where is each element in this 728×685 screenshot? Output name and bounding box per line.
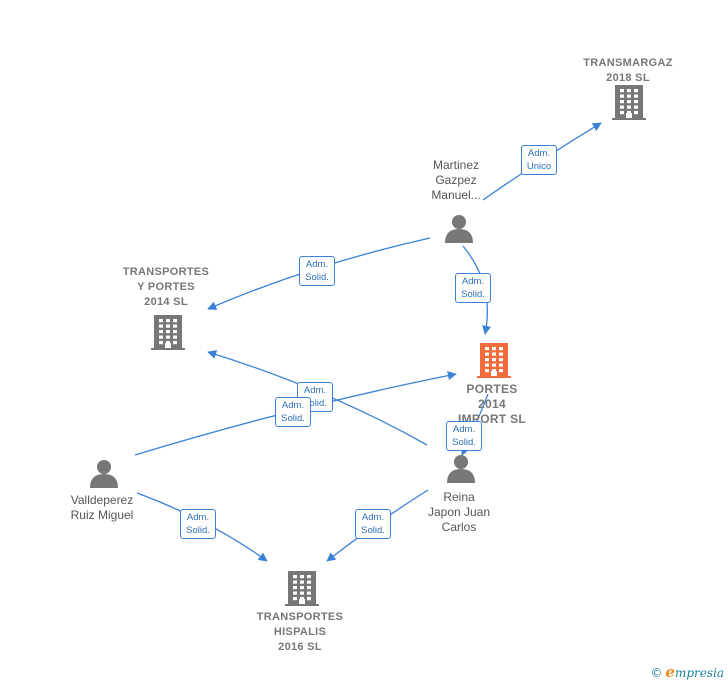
- edge-label-line: Adm.: [361, 512, 385, 523]
- edge-label-martinez-to-transmargaz[interactable]: Adm. Unico: [521, 145, 557, 175]
- node-label-line: Martinez: [432, 158, 479, 172]
- edge-label-reina-to-portes_2014_import[interactable]: Adm. Solid.: [446, 421, 482, 451]
- edge-label-line: Solid.: [461, 289, 485, 300]
- person-icon-martinez[interactable]: [445, 215, 473, 243]
- node-label-line: 2016 SL: [278, 641, 322, 653]
- node-label-transmargaz[interactable]: TRANSMARGAZ 2018 SL: [568, 56, 688, 86]
- edge-label-line: Solid.: [361, 525, 385, 536]
- brand-initial: e: [665, 663, 675, 681]
- node-label-transportes-hispalis[interactable]: TRANSPORTES HISPALIS 2016 SL: [240, 610, 360, 655]
- node-label-line: Y PORTES: [137, 281, 195, 293]
- node-label-line: Ruiz Miguel: [70, 508, 134, 522]
- node-label-line: Carlos: [441, 520, 477, 534]
- node-label-line: Gazpez: [435, 173, 477, 187]
- edge-label-line: Adm.: [452, 424, 476, 435]
- node-label-line: Reina: [443, 490, 475, 504]
- edge-label-line: Adm.: [186, 512, 210, 523]
- building-icon-transmargaz[interactable]: [612, 85, 646, 120]
- edge-label-line: Unico: [526, 161, 552, 172]
- node-label-line: 2018 SL: [606, 72, 650, 84]
- brand-name: mpresia: [674, 666, 724, 680]
- building-icon-transportes-y-portes[interactable]: [151, 315, 185, 350]
- edge-label-line: Adm.: [281, 400, 305, 411]
- node-label-line: PORTES: [466, 382, 518, 396]
- edge-label-line: Solid.: [281, 413, 305, 424]
- node-label-transportes-y-portes[interactable]: TRANSPORTES Y PORTES 2014 SL: [106, 265, 226, 310]
- node-label-line: 2014 SL: [144, 296, 188, 308]
- edge-label-line: Adm.: [305, 259, 329, 270]
- person-icon-valldeperez[interactable]: [90, 460, 118, 488]
- edge-label-martinez-to-portes_2014_import[interactable]: Adm. Solid.: [455, 273, 491, 303]
- node-label-line: TRANSMARGAZ: [583, 57, 673, 69]
- node-label-line: Valldeperez: [70, 493, 134, 507]
- edge-label-valldeperez-to-transportes_hispalis[interactable]: Adm. Solid.: [180, 509, 216, 539]
- node-label-line: Manuel...: [431, 188, 481, 202]
- edge-label-valldeperez-to-portes_2014_import[interactable]: Adm. Solid.: [275, 397, 311, 427]
- node-label-line: Japon Juan: [427, 505, 491, 519]
- edge-label-line: Solid.: [303, 398, 327, 409]
- edge-label-line: Adm.: [303, 385, 327, 396]
- edge-label-line: Adm.: [527, 148, 551, 159]
- node-label-line: HISPALIS: [273, 626, 327, 638]
- building-icon-transportes-hispalis[interactable]: [285, 571, 319, 606]
- edge-label-martinez-to-transportes_y_portes[interactable]: Adm. Solid.: [299, 256, 335, 286]
- edge-label-line: Adm.: [461, 276, 485, 287]
- edge-label-line: Solid.: [186, 525, 210, 536]
- brand-watermark: ©empresia: [650, 663, 724, 681]
- edge-label-reina-to-transportes_hispalis[interactable]: Adm. Solid.: [355, 509, 391, 539]
- node-label-line: TRANSPORTES: [122, 266, 210, 278]
- copyright-icon: ©: [650, 666, 663, 680]
- node-label-line: TRANSPORTES: [256, 611, 344, 623]
- building-icon-portes-2014-import[interactable]: [477, 343, 511, 378]
- person-icon-reina[interactable]: [447, 455, 475, 483]
- node-label-line: 2014: [478, 397, 506, 411]
- edge-label-line: Solid.: [305, 272, 329, 283]
- edge-label-line: Solid.: [452, 437, 476, 448]
